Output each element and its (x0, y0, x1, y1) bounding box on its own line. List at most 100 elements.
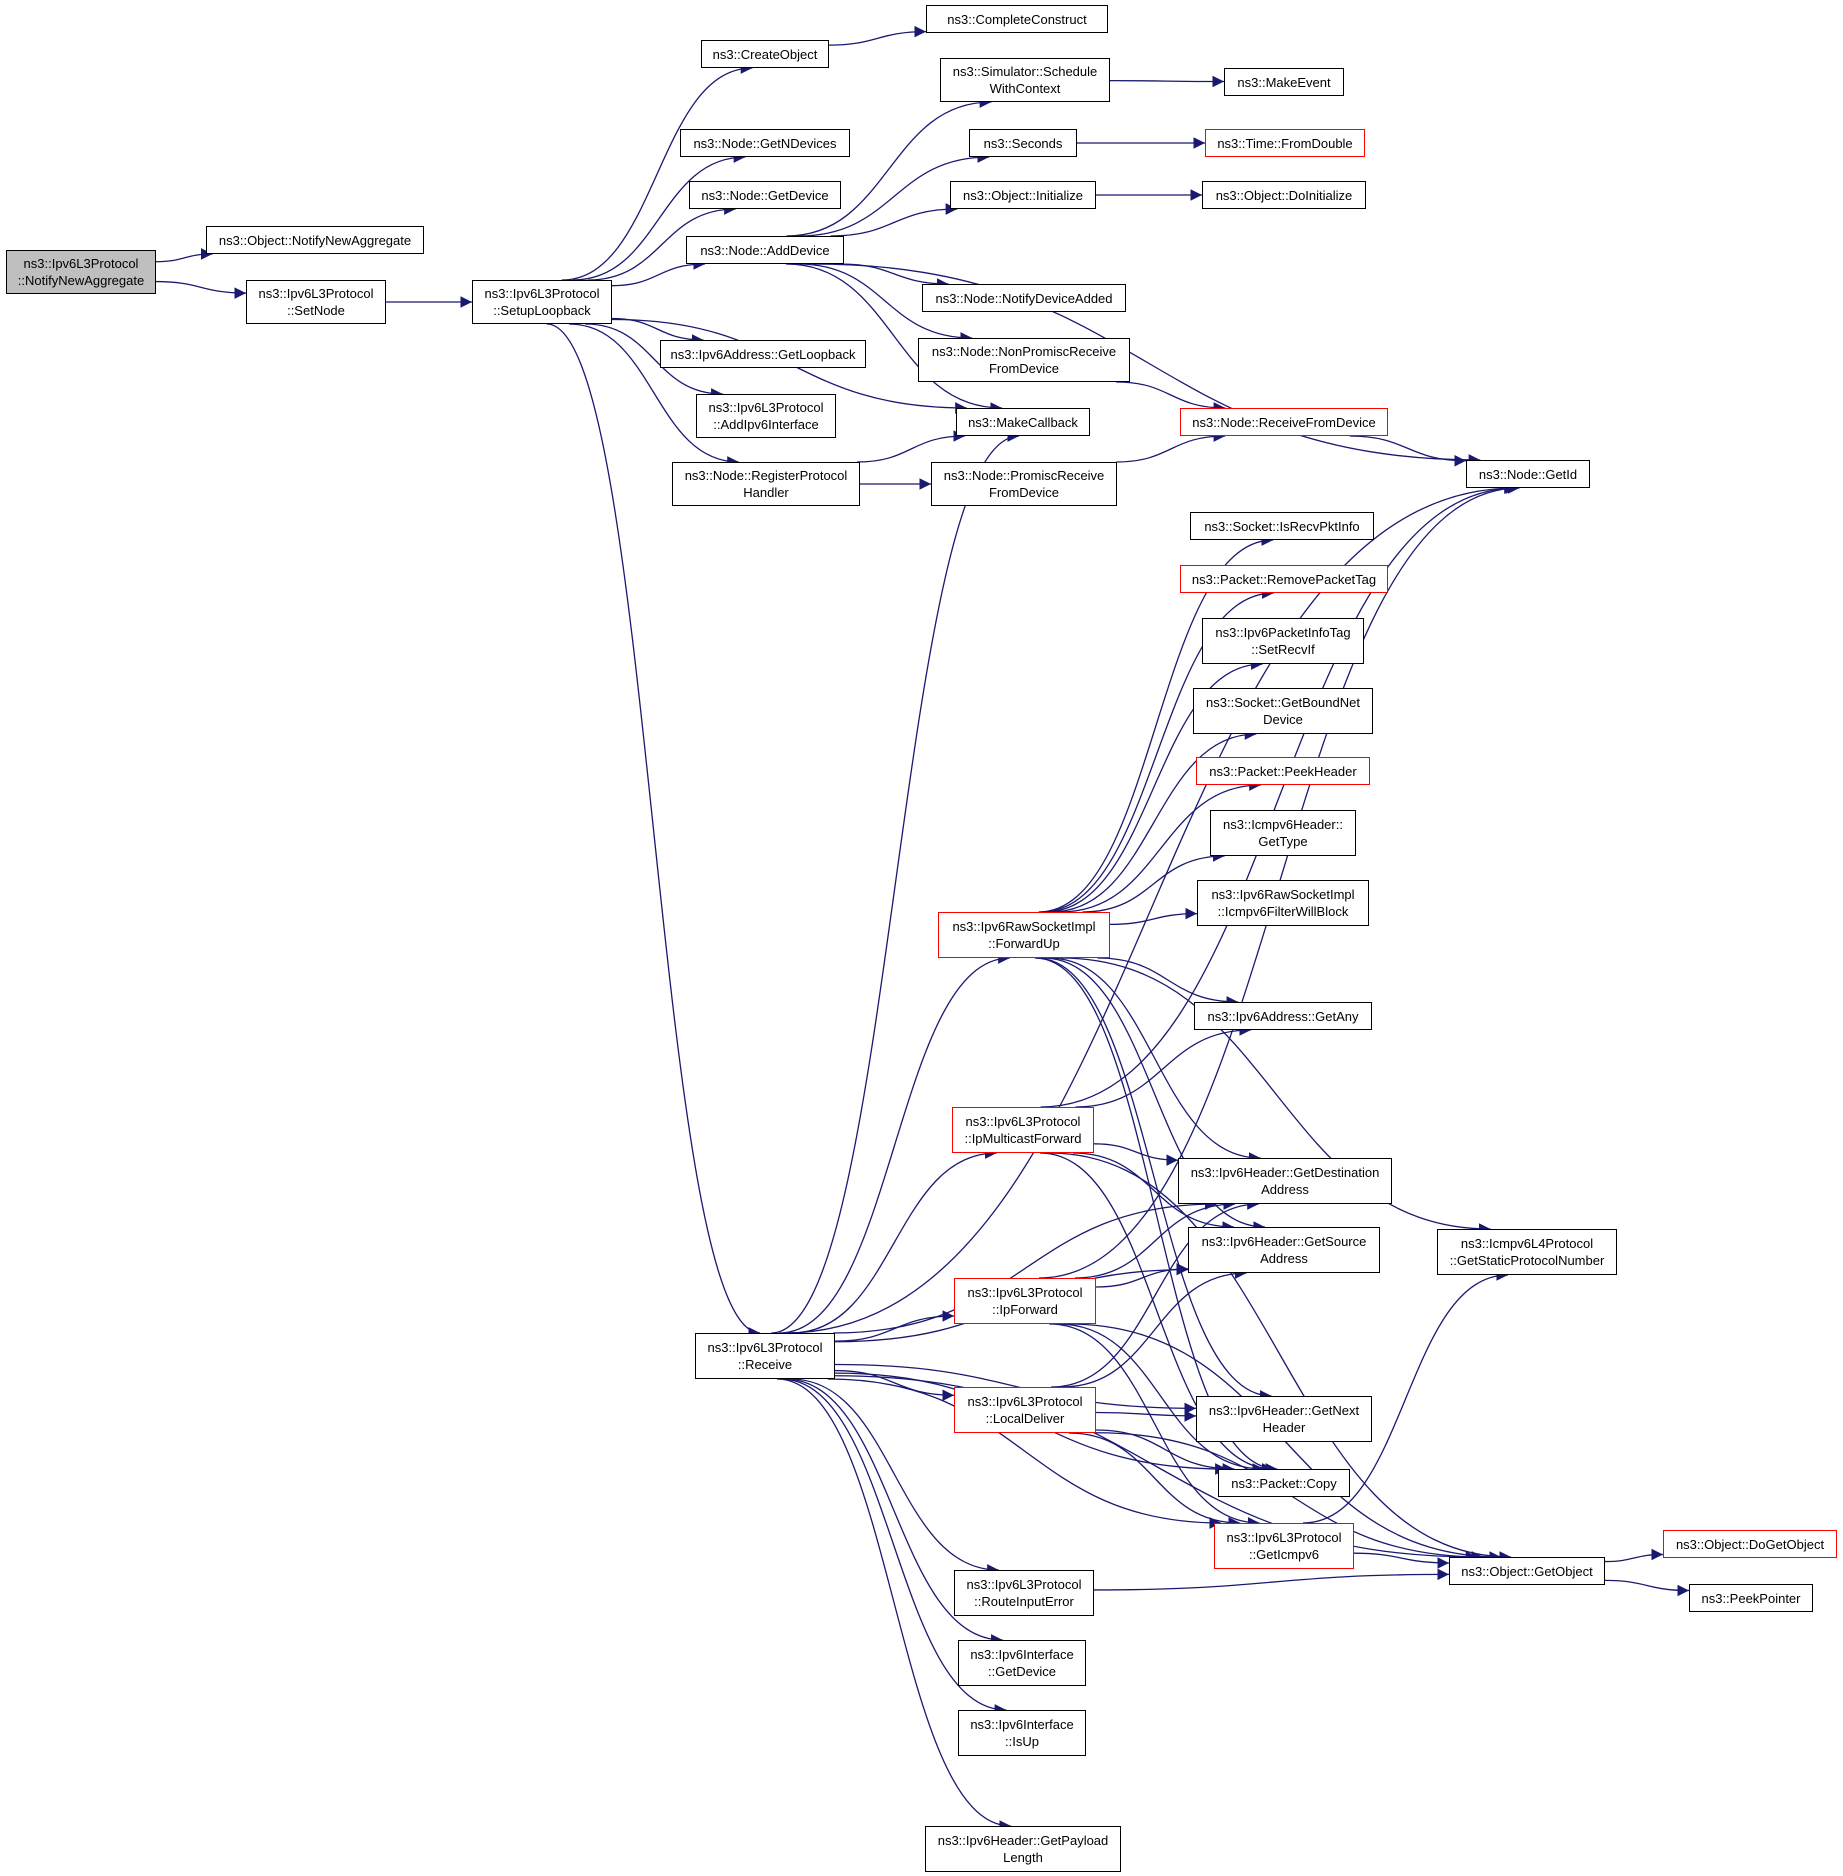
node-schedule-with-context[interactable]: ns3::Simulator::Schedule WithContext (940, 58, 1110, 102)
node-ip-forward[interactable]: ns3::Ipv6L3Protocol ::IpForward (954, 1278, 1096, 1324)
edge-receive-to-getPayloadLength (777, 1378, 1011, 1832)
edge-getObject-to-peekPointer (1604, 1579, 1690, 1597)
node-make-event[interactable]: ns3::MakeEvent (1224, 68, 1344, 96)
node-get-static-protocol-number[interactable]: ns3::Icmpv6L4Protocol ::GetStaticProtoco… (1437, 1229, 1617, 1275)
edge-routeInputError-to-getObject (1093, 1568, 1450, 1591)
node-set-recv-if[interactable]: ns3::Ipv6PacketInfoTag ::SetRecvIf (1202, 618, 1364, 664)
edge-receive-to-ifaceGetDevice (784, 1378, 1003, 1646)
node-initialize[interactable]: ns3::Object::Initialize (950, 181, 1096, 209)
edge-ipMulticastForward-to-getObject (1049, 1152, 1512, 1563)
node-notify-device-added[interactable]: ns3::Node::NotifyDeviceAdded (922, 284, 1126, 312)
edge-ipMulticastForward-to-getAny (1075, 1024, 1252, 1108)
edge-receive-to-getIcmpv6 (827, 1378, 1222, 1529)
node-register-protocol-handler[interactable]: ns3::Node::RegisterProtocol Handler (672, 462, 860, 506)
node-remove-packet-tag[interactable]: ns3::Packet::RemovePacketTag (1180, 565, 1388, 593)
edge-forwardUp-to-getAny (1097, 957, 1239, 1008)
node-make-callback[interactable]: ns3::MakeCallback (956, 408, 1090, 436)
node-is-recv-pkt-info[interactable]: ns3::Socket::IsRecvPktInfo (1190, 512, 1374, 540)
edge-forwardUp-to-getNextHeader (1036, 957, 1272, 1402)
node-obj-notify[interactable]: ns3::Object::NotifyNewAggregate (206, 226, 424, 254)
node-setup-loopback[interactable]: ns3::Ipv6L3Protocol ::SetupLoopback (472, 280, 612, 324)
edge-setupLoopback-to-getNDevices (572, 151, 746, 281)
node-receive-from-device[interactable]: ns3::Node::ReceiveFromDevice (1180, 408, 1388, 436)
edge-root-to-setNode (155, 280, 247, 299)
node-get-payload-length[interactable]: ns3::Ipv6Header::GetPayload Length (925, 1826, 1121, 1872)
node-get-source[interactable]: ns3::Ipv6Header::GetSource Address (1188, 1227, 1380, 1273)
edge-scheduleWithContext-to-makeEvent (1109, 75, 1225, 88)
node-filter-will-block[interactable]: ns3::Ipv6RawSocketImpl ::Icmpv6FilterWil… (1197, 880, 1369, 926)
edge-receive-to-forwardUp (779, 952, 1010, 1334)
edge-addDevice-to-makeCallback (785, 263, 1003, 414)
node-get-icmpv6[interactable]: ns3::Ipv6L3Protocol ::GetIcmpv6 (1214, 1523, 1354, 1569)
edge-receive-to-localDeliver (834, 1369, 955, 1402)
edge-setupLoopback-to-registerProtocolHandler (569, 323, 739, 468)
edge-forwardUp-to-removePacketTag (1040, 587, 1274, 913)
edge-getIcmpv6-to-getStaticProtocolNumber (1303, 1269, 1508, 1524)
edge-forwardUp-to-isRecvPktInfo (1038, 534, 1274, 913)
edge-ipMulticastForward-to-getDestination (1093, 1143, 1179, 1167)
node-add-ipv6-interface[interactable]: ns3::Ipv6L3Protocol ::AddIpv6Interface (696, 394, 836, 438)
edge-registerProtocolHandler-to-makeCallback (857, 430, 965, 463)
node-get-n-devices[interactable]: ns3::Node::GetNDevices (680, 129, 850, 157)
node-create-object[interactable]: ns3::CreateObject (701, 40, 829, 68)
edge-createObject-to-completeConstruct (828, 25, 927, 46)
edge-forwardUp-to-getSource (1042, 957, 1266, 1233)
node-do-initialize[interactable]: ns3::Object::DoInitialize (1202, 181, 1366, 209)
edge-receiveFromDevice-to-getId (1349, 435, 1467, 467)
edge-setupLoopback-to-getDevice (587, 203, 736, 281)
edge-localDeliver-to-getNextHeader (1095, 1410, 1197, 1422)
node-ip-multicast-forward[interactable]: ns3::Ipv6L3Protocol ::IpMulticastForward (952, 1107, 1094, 1153)
edge-getObject-to-doGetObject (1604, 1548, 1664, 1563)
node-complete-construct[interactable]: ns3::CompleteConstruct (926, 5, 1108, 33)
edge-forwardUp-to-peekHeader (1060, 779, 1261, 913)
edge-receive-to-ifaceIsUp (780, 1378, 1007, 1716)
edge-forwardUp-to-setRecvIf (1044, 658, 1263, 913)
edge-setupLoopback-to-addDevice (611, 258, 705, 287)
node-iface-get-device[interactable]: ns3::Ipv6Interface ::GetDevice (958, 1640, 1086, 1686)
edge-forwardUp-to-icmpGetType (1082, 850, 1225, 913)
edge-localDeliver-to-getSource (1062, 1267, 1247, 1388)
node-from-double[interactable]: ns3::Time::FromDouble (1205, 129, 1365, 157)
edge-forwardUp-to-getDestination (1048, 957, 1261, 1164)
edge-addDevice-to-scheduleWithContext (786, 96, 992, 237)
edge-setupLoopback-to-receive (546, 323, 761, 1339)
node-get-id[interactable]: ns3::Node::GetId (1466, 460, 1590, 488)
edge-ipMulticastForward-to-packetCopy (1040, 1152, 1274, 1475)
node-get-any[interactable]: ns3::Ipv6Address::GetAny (1194, 1002, 1372, 1030)
node-packet-copy[interactable]: ns3::Packet::Copy (1218, 1469, 1350, 1497)
node-non-promisc[interactable]: ns3::Node::NonPromiscReceive FromDevice (918, 338, 1130, 382)
edge-nonPromisc-to-receiveFromDevice (1116, 381, 1226, 414)
node-forward-up[interactable]: ns3::Ipv6RawSocketImpl ::ForwardUp (938, 912, 1110, 958)
node-get-device[interactable]: ns3::Node::GetDevice (689, 181, 841, 209)
edge-addDevice-to-nonPromisc (797, 263, 973, 344)
node-get-bound-net-device[interactable]: ns3::Socket::GetBoundNet Device (1193, 688, 1373, 734)
node-get-loopback[interactable]: ns3::Ipv6Address::GetLoopback (660, 340, 866, 368)
node-set-node[interactable]: ns3::Ipv6L3Protocol ::SetNode (246, 280, 386, 324)
edge-setupLoopback-to-addIpv6Interface (585, 323, 723, 400)
node-get-object[interactable]: ns3::Object::GetObject (1449, 1557, 1605, 1585)
edge-ipForward-to-packetCopy (1057, 1323, 1265, 1475)
node-promisc-receive[interactable]: ns3::Node::PromiscReceive FromDevice (931, 462, 1117, 506)
node-get-next-header[interactable]: ns3::Ipv6Header::GetNext Header (1196, 1396, 1372, 1442)
node-seconds[interactable]: ns3::Seconds (969, 129, 1077, 157)
edge-receive-to-routeInputError (790, 1378, 999, 1576)
node-peek-pointer[interactable]: ns3::PeekPointer (1689, 1584, 1813, 1612)
edge-receive-to-makeCallback (771, 430, 1020, 1334)
edge-ipForward-to-getSource (1095, 1263, 1189, 1288)
node-add-device[interactable]: ns3::Node::AddDevice (686, 236, 844, 264)
edge-forwardUp-to-getStaticProtocolNumber (1060, 957, 1491, 1235)
node-route-input-error[interactable]: ns3::Ipv6L3Protocol ::RouteInputError (954, 1570, 1094, 1616)
edge-ipForward-to-getDestination (1074, 1198, 1236, 1279)
edge-forwardUp-to-filterWillBlock (1109, 907, 1198, 926)
node-get-destination[interactable]: ns3::Ipv6Header::GetDestination Address (1178, 1158, 1392, 1204)
node-receive[interactable]: ns3::Ipv6L3Protocol ::Receive (695, 1333, 835, 1379)
edge-getIcmpv6-to-getObject (1353, 1552, 1450, 1569)
node-do-get-object[interactable]: ns3::Object::DoGetObject (1663, 1530, 1837, 1558)
node-root: ns3::Ipv6L3Protocol ::NotifyNewAggregate (6, 250, 156, 294)
edge-receive-to-getNextHeader (834, 1363, 1197, 1415)
node-icmp-get-type[interactable]: ns3::Icmpv6Header:: GetType (1210, 810, 1356, 856)
node-peek-header[interactable]: ns3::Packet::PeekHeader (1196, 757, 1370, 785)
node-local-deliver[interactable]: ns3::Ipv6L3Protocol ::LocalDeliver (954, 1387, 1096, 1433)
edge-setupLoopback-to-createObject (561, 62, 753, 281)
node-iface-is-up[interactable]: ns3::Ipv6Interface ::IsUp (958, 1710, 1086, 1756)
